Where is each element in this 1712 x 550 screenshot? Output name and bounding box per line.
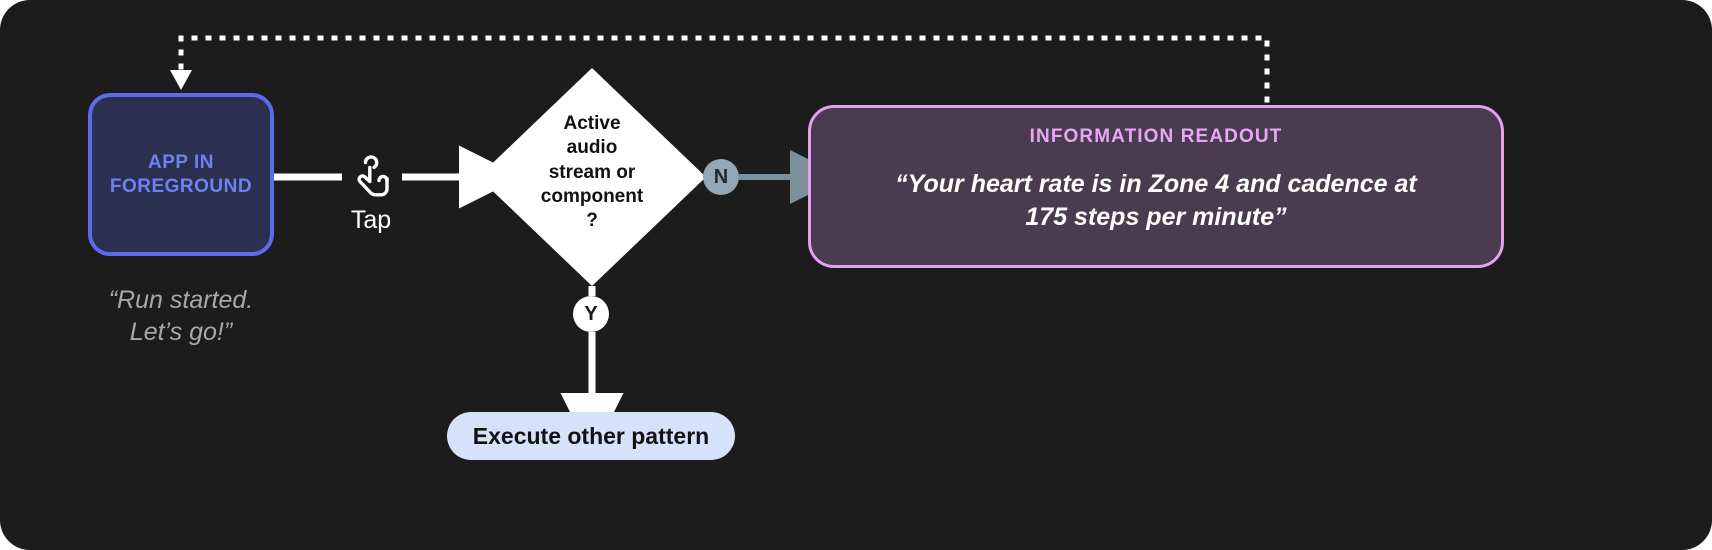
node-execute-other-pattern[interactable]: Execute other pattern — [447, 412, 735, 460]
decision-line3: stream or — [548, 161, 636, 183]
decision-diamond-label: Active audio stream or component ? — [513, 112, 671, 234]
information-readout-title: INFORMATION READOUT — [1029, 126, 1283, 147]
badge-yes: Y — [573, 296, 609, 332]
tap-gesture-icon — [348, 150, 394, 200]
app-in-foreground-label: APP IN FOREGROUND — [110, 151, 252, 197]
node-app-in-foreground[interactable]: APP IN FOREGROUND — [88, 93, 274, 256]
tap-label: Tap — [350, 206, 392, 234]
readout-body-line2: 175 steps per minute” — [1025, 202, 1287, 231]
app-caption: “Run started. Let’s go!” — [76, 284, 286, 348]
node-information-readout[interactable]: INFORMATION READOUT “Your heart rate is … — [808, 105, 1504, 268]
edge-feedback-dotted — [178, 35, 1270, 103]
badge-no: N — [703, 159, 739, 195]
decision-line5: ? — [586, 210, 598, 232]
feedback-arrowhead — [170, 70, 192, 90]
decision-diamond — [478, 68, 706, 286]
decision-line1: Active — [563, 113, 621, 134]
app-caption-line2: Let’s go!” — [129, 318, 233, 346]
decision-line2: audio — [566, 137, 618, 159]
readout-body-line1: “Your heart rate is in Zone 4 and cadenc… — [895, 170, 1417, 198]
execute-other-pattern-label: Execute other pattern — [472, 422, 710, 449]
app-label-line2: FOREGROUND — [109, 175, 253, 197]
decision-line4: component — [540, 185, 644, 207]
app-label-line1: APP IN — [147, 152, 214, 174]
app-caption-line1: “Run started. — [108, 286, 254, 314]
information-readout-body: “Your heart rate is in Zone 4 and cadenc… — [836, 168, 1476, 233]
